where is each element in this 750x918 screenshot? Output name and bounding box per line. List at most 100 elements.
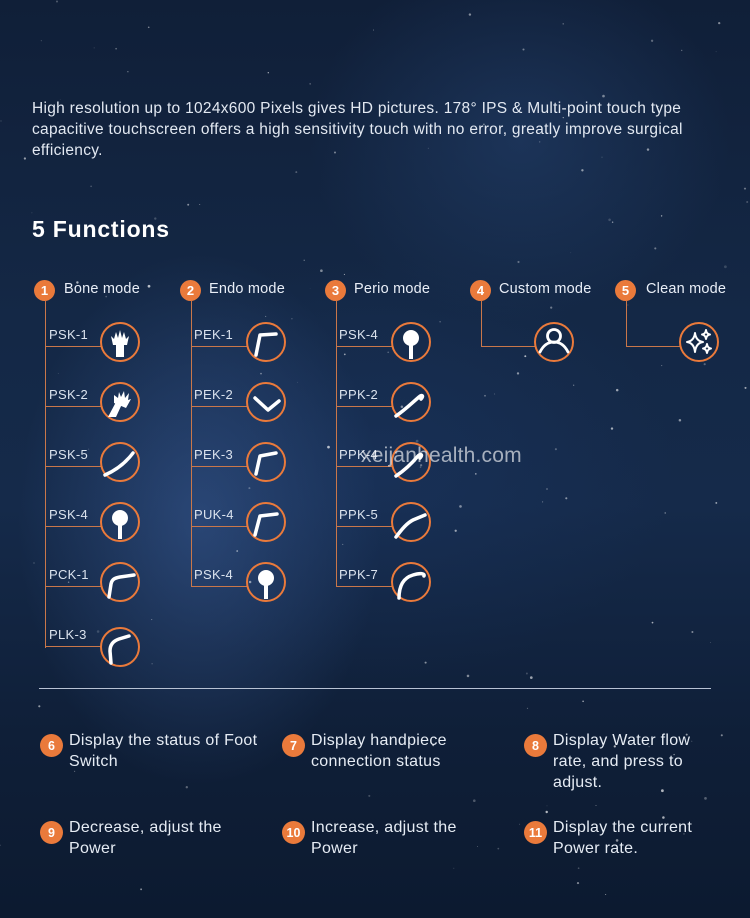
star: [368, 794, 371, 797]
star: [349, 740, 353, 744]
feature-badge: 7: [282, 734, 305, 757]
star: [550, 306, 553, 309]
endo-mode-tree-line: [191, 301, 192, 587]
mode-1-label: Bone mode: [64, 281, 140, 297]
star: [703, 363, 706, 366]
feature-badge: 10: [282, 821, 305, 844]
star: [613, 745, 616, 748]
connector-line: [191, 526, 247, 527]
tip-label: PLK-3: [49, 627, 87, 642]
mode-3-badge: 3: [325, 280, 346, 301]
star: [681, 49, 683, 52]
tip-label: PPK-2: [339, 387, 379, 402]
star: [660, 215, 663, 217]
connector-line: [336, 346, 392, 347]
star: [685, 733, 688, 736]
star: [309, 288, 311, 290]
section-heading: 5 Functions: [32, 216, 170, 242]
star: [494, 393, 496, 395]
star: [539, 141, 541, 143]
star: [0, 844, 1, 846]
star: [199, 203, 201, 206]
round-tip-icon: [391, 322, 431, 362]
connector-line: [191, 406, 247, 407]
bent-tip-icon: [100, 562, 140, 602]
feature-badge: 8: [524, 734, 547, 757]
watermark: xeijanhealth.com: [361, 444, 522, 467]
star: [582, 700, 584, 703]
feature-text: Display the current Power rate.: [553, 819, 693, 857]
tip-label: PSK-4: [194, 567, 234, 582]
star: [743, 187, 747, 190]
tip-label: PSK-2: [49, 387, 89, 402]
star: [683, 833, 685, 835]
star: [56, 0, 58, 3]
connector-line: [336, 526, 392, 527]
star: [373, 29, 375, 31]
section-divider: [39, 688, 711, 689]
tip-label: PSK-4: [49, 507, 89, 522]
star: [88, 448, 90, 450]
feature-badge: 9: [40, 821, 63, 844]
mode-5-label: Clean mode: [646, 281, 727, 297]
star: [554, 448, 557, 451]
connector-line: [626, 346, 680, 347]
scaler-tip-icon: [391, 442, 431, 482]
star: [720, 734, 723, 737]
star: [248, 487, 251, 490]
tip-label: PPK-7: [339, 567, 379, 582]
tip-label: PEK-2: [194, 387, 234, 402]
star: [342, 543, 344, 545]
mode-1-badge: 1: [34, 280, 55, 301]
star: [477, 846, 479, 847]
star: [115, 47, 117, 50]
tip-label: PSK-5: [49, 447, 89, 462]
star: [38, 705, 41, 708]
star: [127, 71, 129, 73]
star: [526, 707, 529, 710]
mode-5-badge: 5: [615, 280, 636, 301]
round-tip-icon: [100, 502, 140, 542]
star: [74, 770, 76, 773]
star: [602, 94, 605, 98]
tip-label: PUK-4: [194, 507, 234, 522]
star: [525, 672, 528, 675]
star: [577, 867, 580, 870]
connector-line: [191, 586, 247, 587]
mode-4-badge: 4: [470, 280, 491, 301]
star: [185, 786, 188, 789]
mode-2-label: Endo mode: [209, 281, 285, 297]
star: [562, 23, 564, 25]
custom-mode-tree-line: [481, 301, 482, 346]
star: [415, 439, 419, 443]
star: [466, 674, 470, 678]
round-tip-icon: [246, 562, 286, 602]
star: [31, 212, 33, 214]
star: [140, 888, 143, 891]
star: [297, 381, 299, 383]
star: [657, 105, 659, 108]
star: [517, 260, 520, 264]
star: [627, 304, 629, 306]
star: [93, 47, 95, 49]
angled-file-icon: [246, 322, 286, 362]
star: [472, 799, 476, 803]
star: [333, 151, 337, 154]
star: [459, 505, 462, 508]
star: [545, 810, 548, 814]
star: [151, 663, 153, 665]
tip-label: PEK-3: [194, 447, 234, 462]
star: [576, 882, 580, 885]
connector-line: [191, 466, 247, 467]
star: [327, 445, 330, 449]
connector-line: [336, 586, 392, 587]
connector-line: [45, 406, 101, 407]
star: [96, 630, 100, 633]
feature-text: Display handpiece connection status: [311, 732, 447, 770]
star: [718, 21, 721, 25]
star: [291, 318, 293, 320]
star: [370, 111, 372, 113]
star: [439, 321, 441, 323]
star: [610, 427, 614, 430]
star: [608, 218, 611, 222]
